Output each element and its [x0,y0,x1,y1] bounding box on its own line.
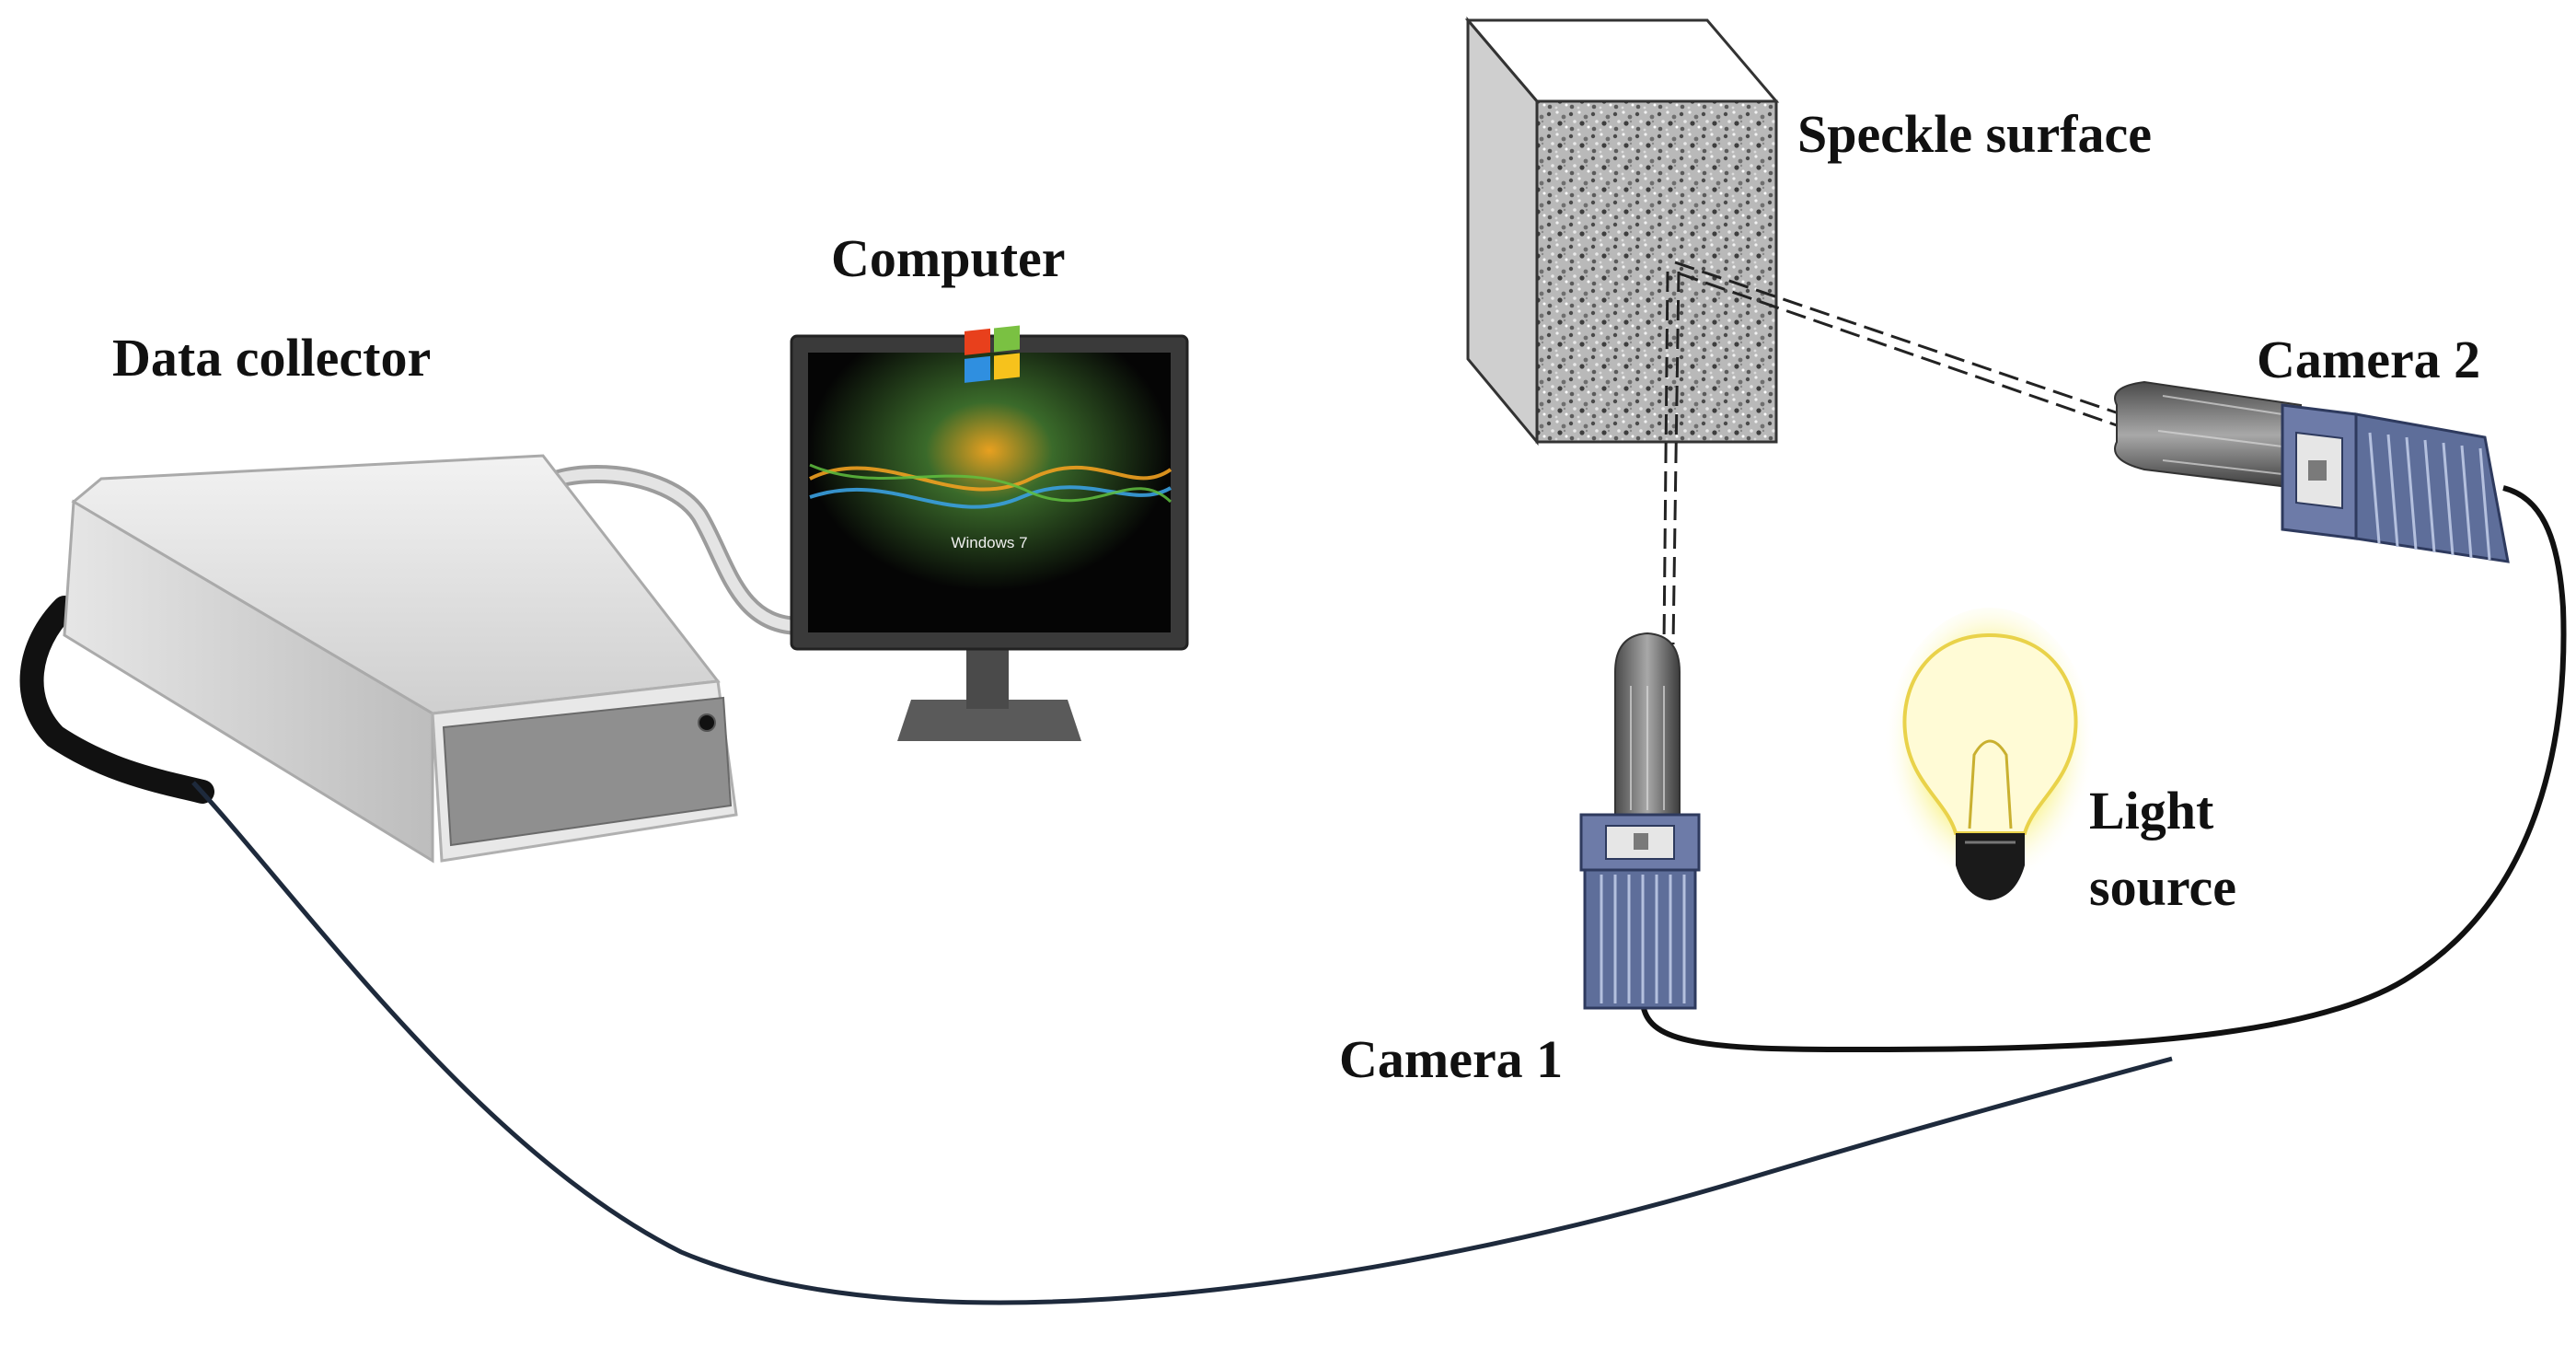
camera2-cooling-fins [2368,432,2491,561]
camera2-lens-ridges [2157,395,2283,475]
windows-logo-icon [965,325,1020,383]
camera1-cooling-fins [1600,875,1686,1003]
camera2-sensor [2308,460,2327,481]
camera-1 [1579,632,1701,1010]
speckle-surface-face [1535,99,1778,444]
camera1-sensor [1634,833,1648,850]
label-light-source-line2: source [2089,857,2236,917]
label-computer: Computer [831,228,1066,288]
label-light-source-line1: Light [2089,781,2214,841]
data-collector-device [63,454,738,864]
speckle-surface-block [1464,16,1780,446]
camera1-body [1583,868,1697,1010]
label-data-collector: Data collector [112,328,431,388]
labels: Data collector Computer Speckle surface … [112,104,2480,1089]
camera1-lens-ridges [1630,686,1665,810]
data-collector-side [63,499,434,864]
screen-os-text: Windows 7 [951,534,1027,551]
label-speckle-surface: Speckle surface [1797,104,2152,164]
collector-to-cameras-blue-cable [191,781,2173,1305]
label-camera-1: Camera 1 [1339,1029,1563,1089]
collector-black-cable [19,596,214,804]
light-source-bulb [1884,608,2096,902]
camera2-optical-axis [1674,261,2122,427]
screen-wave-orange [809,465,1172,492]
bulb-base [1956,833,2025,900]
camera1-optical-axis [1662,271,1681,645]
optical-axes [1662,261,2122,645]
data-collector-front-panel [442,696,733,847]
computer-monitor: Windows 7 [790,325,1189,741]
screen-wave-green [809,463,1172,504]
label-camera-2: Camera 2 [2257,330,2480,389]
camera1-cable [1640,485,2567,1053]
camera2-body [2354,412,2510,563]
bulb-filament [1968,739,2013,829]
data-collector-led-icon [698,713,716,732]
camera-2 [2114,380,2510,563]
monitor-stand-base [897,700,1081,741]
camera2-lens [2114,380,2303,490]
screen-wave-blue [809,485,1172,509]
